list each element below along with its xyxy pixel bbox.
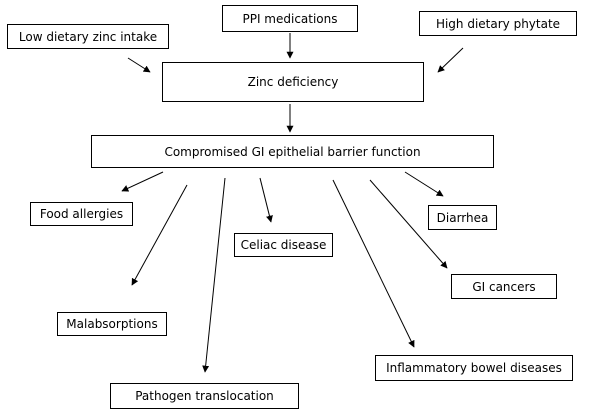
arrow-to-ibd [332,179,415,348]
food-allergies-box: Food allergies [30,202,133,226]
ppi-medications-box: PPI medications [222,5,358,32]
arrow-phytate-to-zinc [437,47,464,73]
pathogen-translocation-box: Pathogen translocation [110,383,299,409]
inflammatory-bowel-diseases-box: Inflammatory bowel diseases [375,355,573,381]
inflammatory-bowel-diseases-label: Inflammatory bowel diseases [386,361,562,375]
gi-cancers-label: GI cancers [472,279,536,294]
high-dietary-phytate-box: High dietary phytate [419,11,577,36]
diarrhea-box: Diarrhea [428,205,497,230]
arrow-to-malabsorptions [131,184,188,286]
zinc-deficiency-label: Zinc deficiency [247,75,339,89]
malabsorptions-label: Malabsorptions [66,317,158,331]
diarrhea-label: Diarrhea [436,210,489,225]
low-dietary-zinc-label: Low dietary zinc intake [18,29,158,44]
food-allergies-label: Food allergies [39,207,124,221]
ppi-medications-label: PPI medications [242,11,338,26]
compromised-barrier-label: Compromised GI epithelial barrier functi… [164,144,421,159]
zinc-deficiency-box: Zinc deficiency [162,62,424,102]
gi-cancers-box: GI cancers [451,274,557,299]
arrow-to-diarrhea [404,171,444,197]
celiac-disease-label: Celiac disease [240,238,327,252]
celiac-disease-box: Celiac disease [234,233,333,257]
arrow-lowzinc-to-zinc [127,57,151,73]
arrow-to-gi-cancers [369,179,448,269]
arrow-to-pathogen [202,177,226,373]
arrow-to-food-allergies [121,171,164,192]
pathogen-translocation-label: Pathogen translocation [135,389,274,403]
high-dietary-phytate-label: High dietary phytate [435,16,561,31]
malabsorptions-box: Malabsorptions [57,312,167,336]
compromised-barrier-box: Compromised GI epithelial barrier functi… [91,135,494,168]
arrow-to-celiac [259,177,273,223]
low-dietary-zinc-box: Low dietary zinc intake [7,24,169,49]
